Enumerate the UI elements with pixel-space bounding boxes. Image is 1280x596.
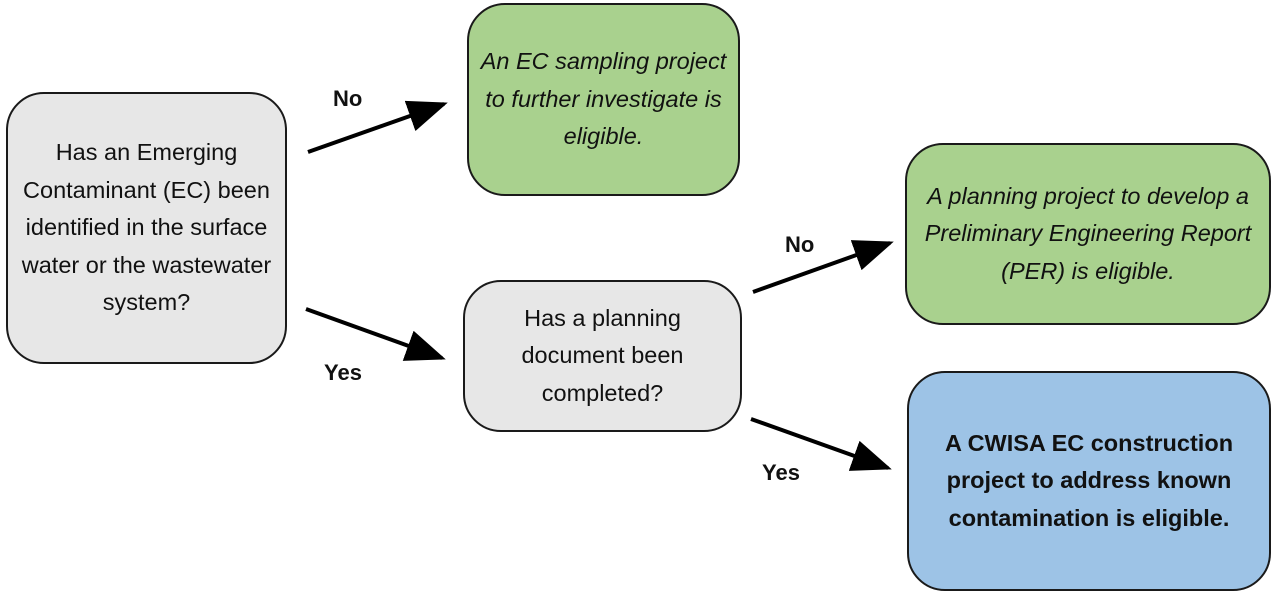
outcome-planning-project: A planning project to develop a Prelimin… <box>905 143 1271 325</box>
outcome-construction-project-text: A CWISA EC construction project to addre… <box>944 429 1234 531</box>
outcome-planning-project-text: A planning project to develop a Prelimin… <box>924 182 1252 284</box>
outcome-construction-project: A CWISA EC construction project to addre… <box>907 371 1271 591</box>
edge-label-q2-no: No <box>785 232 815 257</box>
arrow-q1-no <box>307 100 448 154</box>
arrow-q2-no <box>752 240 894 294</box>
question-ec-identified: Has an Emerging Contaminant (EC) been id… <box>6 92 287 364</box>
arrow-q2-yes <box>750 417 892 471</box>
question-planning-document: Has a planning document been completed? <box>463 280 742 432</box>
arrow-q1-yes <box>305 307 446 361</box>
edge-label-q2-yes: Yes <box>762 460 800 485</box>
question-planning-document-text: Has a planning document been completed? <box>521 304 684 406</box>
edge-label-q1-yes: Yes <box>324 360 362 385</box>
outcome-ec-sampling: An EC sampling project to further invest… <box>467 3 740 196</box>
edge-label-q1-no: No <box>333 86 363 111</box>
question-ec-identified-text: Has an Emerging Contaminant (EC) been id… <box>21 139 272 316</box>
outcome-ec-sampling-text: An EC sampling project to further invest… <box>480 48 727 150</box>
